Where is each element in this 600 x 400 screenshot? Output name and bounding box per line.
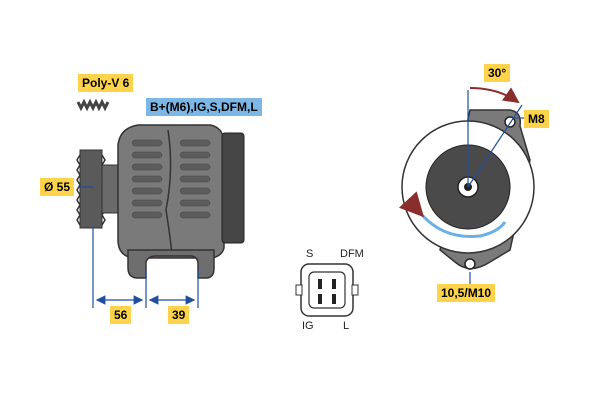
pin-dfm-label: DFM — [340, 248, 364, 260]
dimension-b-label: 39 — [168, 306, 190, 324]
thread-label: M8 — [524, 110, 549, 128]
dimension-a-label: 56 — [110, 306, 132, 324]
pin-l-label: L — [343, 320, 350, 332]
pulley-diameter-label: Ø 55 — [40, 178, 75, 196]
pin-s-label: S — [306, 248, 314, 260]
alternator-housing — [117, 124, 245, 279]
connections-label: B+(M6),IG,S,DFM,L — [146, 98, 262, 116]
angle-indicator — [467, 87, 527, 285]
pulley — [76, 149, 121, 229]
pin-ig-label: IG — [302, 320, 314, 332]
angle-label: 30° — [484, 64, 511, 82]
mount-label: 10,5/M10 — [437, 284, 496, 302]
connector-plug — [295, 263, 359, 317]
dimension-lines — [80, 186, 199, 308]
belt-label: Poly-V 6 — [78, 74, 134, 92]
poly-v-icon — [76, 98, 110, 112]
